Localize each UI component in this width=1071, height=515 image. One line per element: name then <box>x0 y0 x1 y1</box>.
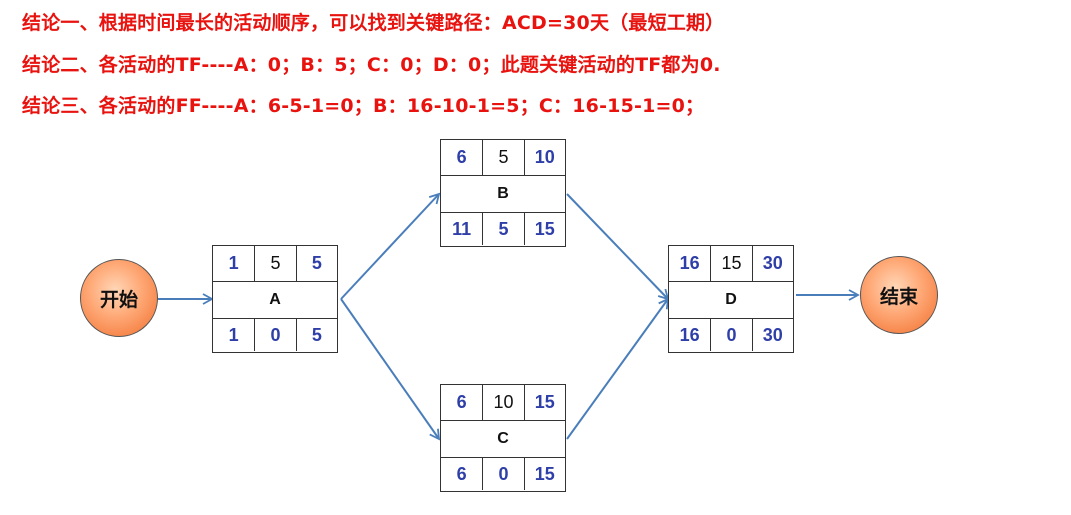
arrow-b-to-d <box>566 193 670 301</box>
node-c-lf: 15 <box>523 458 565 490</box>
node-d-lf: 30 <box>751 319 793 351</box>
node-b-lf: 15 <box>523 213 565 245</box>
conclusion-3: 结论三、各活动的FF----A：6-5-1=0；B：16-10-1=5；C：16… <box>22 95 705 117</box>
node-c-ef: 15 <box>523 385 565 420</box>
node-d-ef: 30 <box>751 246 793 281</box>
node-a-ef: 5 <box>295 246 337 281</box>
arrow-c-to-d <box>566 297 670 440</box>
node-b-name: B <box>497 185 509 202</box>
end-node: 结束 <box>860 256 938 334</box>
node-a-duration: 5 <box>254 246 295 281</box>
node-b-duration: 5 <box>482 140 523 175</box>
node-c-duration: 10 <box>482 385 523 420</box>
node-b-tf: 5 <box>482 213 523 245</box>
node-a-lf: 5 <box>295 319 337 351</box>
arrow-a-to-c <box>340 298 441 441</box>
node-d-ls: 16 <box>679 324 700 345</box>
node-d-duration: 15 <box>710 246 751 281</box>
node-b-ef: 10 <box>523 140 565 175</box>
activity-node-a: 1 5 5 A 1 0 5 <box>212 245 338 353</box>
activity-node-b: 6 5 10 B 11 5 15 <box>440 139 566 247</box>
activity-node-d: 16 15 30 D 16 0 30 <box>668 245 794 353</box>
node-d-es: 16 <box>679 253 700 273</box>
node-a-ls: 1 <box>228 324 239 345</box>
conclusion-2: 结论二、各活动的TF----A：0；B：5；C：0；D：0；此题关键活动的TF都… <box>22 54 721 76</box>
node-b-es: 6 <box>456 147 467 167</box>
start-node: 开始 <box>80 259 158 337</box>
activity-node-c: 6 10 15 C 6 0 15 <box>440 384 566 492</box>
node-c-tf: 0 <box>482 458 523 490</box>
node-a-name: A <box>269 291 281 308</box>
node-b-ls: 11 <box>452 218 472 239</box>
arrow-a-to-b <box>340 192 441 300</box>
conclusion-1: 结论一、根据时间最长的活动顺序，可以找到关键路径：ACD=30天（最短工期） <box>22 12 725 34</box>
node-d-name: D <box>725 291 737 308</box>
node-c-name: C <box>497 430 509 447</box>
node-a-tf: 0 <box>254 319 295 351</box>
node-d-tf: 0 <box>710 319 751 351</box>
node-c-es: 6 <box>456 392 467 412</box>
node-a-es: 1 <box>228 253 239 273</box>
node-c-ls: 6 <box>456 463 467 484</box>
